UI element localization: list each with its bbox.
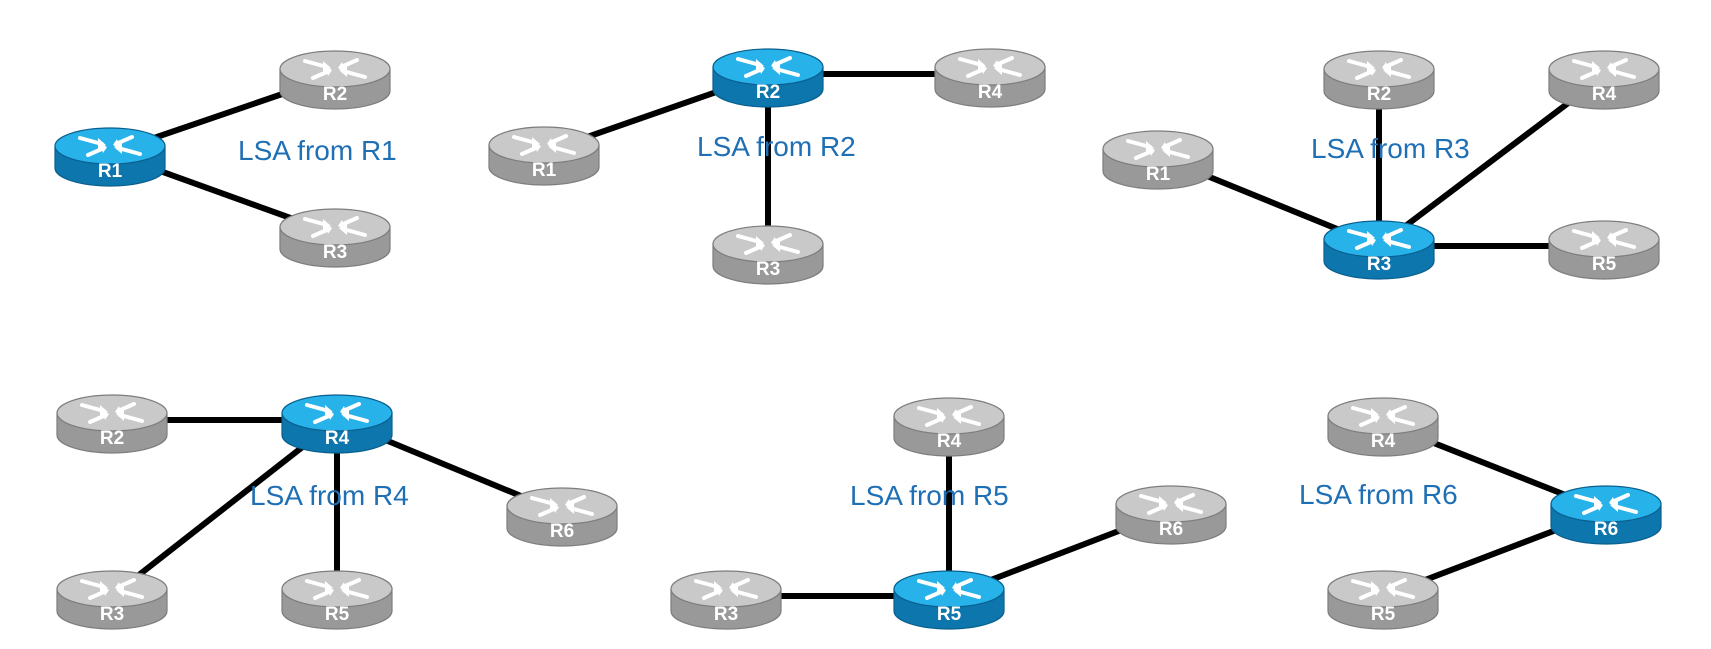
router-r4: R4 (1327, 397, 1439, 457)
router-r2-origin: R2 (712, 48, 824, 108)
router-icon (1323, 50, 1435, 110)
router-label: R5 (937, 604, 962, 625)
router-label: R3 (100, 604, 124, 625)
router-icon (1548, 50, 1660, 110)
router-r2: R2 (279, 50, 391, 110)
router-icon (1327, 397, 1439, 457)
router-icon (934, 48, 1046, 108)
router-r4-origin: R4 (281, 394, 393, 454)
router-label: R4 (978, 82, 1003, 103)
router-r3: R3 (56, 570, 168, 630)
router-r1-origin: R1 (54, 127, 166, 187)
router-label: R3 (714, 604, 738, 625)
lsa-caption: LSA from R4 (250, 480, 409, 511)
router-r4: R4 (934, 48, 1046, 108)
lsa-caption: LSA from R6 (1299, 479, 1458, 510)
router-r3: R3 (279, 208, 391, 268)
router-icon (1327, 570, 1439, 630)
router-icon (1548, 220, 1660, 280)
router-icon (488, 126, 600, 186)
router-icon (670, 570, 782, 630)
router-label: R2 (323, 84, 347, 105)
router-r3-origin: R3 (1323, 220, 1435, 280)
router-label: R3 (323, 242, 347, 263)
router-label: R6 (550, 521, 574, 542)
router-r4: R4 (1548, 50, 1660, 110)
router-r1: R1 (1102, 130, 1214, 190)
router-icon (56, 394, 168, 454)
router-r5: R5 (1548, 220, 1660, 280)
router-label: R2 (756, 82, 780, 103)
lsa-caption: LSA from R3 (1311, 133, 1470, 164)
router-label: R4 (325, 428, 350, 449)
router-icon (56, 570, 168, 630)
router-label: R2 (100, 428, 124, 449)
router-label: R4 (1371, 431, 1396, 452)
router-r4: R4 (893, 397, 1005, 457)
router-r5: R5 (1327, 570, 1439, 630)
router-icon (893, 570, 1005, 630)
router-r5: R5 (281, 570, 393, 630)
router-r6: R6 (1115, 485, 1227, 545)
router-label: R5 (1592, 254, 1617, 275)
link-r4-r3 (110, 417, 339, 599)
router-icon (281, 394, 393, 454)
router-icon (893, 397, 1005, 457)
router-label: R3 (1367, 254, 1391, 275)
router-icon (506, 487, 618, 547)
router-icon (279, 50, 391, 110)
router-label: R6 (1594, 519, 1618, 540)
router-r3: R3 (670, 570, 782, 630)
router-r6: R6 (506, 487, 618, 547)
router-label: R1 (1146, 164, 1171, 185)
router-r3: R3 (712, 225, 824, 285)
router-icon (1550, 485, 1662, 545)
router-r2: R2 (1323, 50, 1435, 110)
router-label: R2 (1367, 84, 1391, 105)
router-label: R5 (1371, 604, 1396, 625)
router-r1: R1 (488, 126, 600, 186)
router-label: R3 (756, 259, 780, 280)
router-r5-origin: R5 (893, 570, 1005, 630)
router-icon (281, 570, 393, 630)
router-icon (712, 48, 824, 108)
router-label: R1 (532, 160, 557, 181)
router-label: R6 (1159, 519, 1183, 540)
lsa-caption: LSA from R5 (850, 480, 1009, 511)
router-r6-origin: R6 (1550, 485, 1662, 545)
router-label: R4 (1592, 84, 1617, 105)
router-icon (54, 127, 166, 187)
router-r2: R2 (56, 394, 168, 454)
lsa-caption: LSA from R2 (697, 131, 856, 162)
router-icon (1102, 130, 1214, 190)
router-label: R1 (98, 161, 123, 182)
router-label: R4 (937, 431, 962, 452)
router-icon (712, 225, 824, 285)
router-icon (1323, 220, 1435, 280)
router-label: R5 (325, 604, 350, 625)
router-icon (279, 208, 391, 268)
router-icon (1115, 485, 1227, 545)
lsa-caption: LSA from R1 (238, 135, 397, 166)
